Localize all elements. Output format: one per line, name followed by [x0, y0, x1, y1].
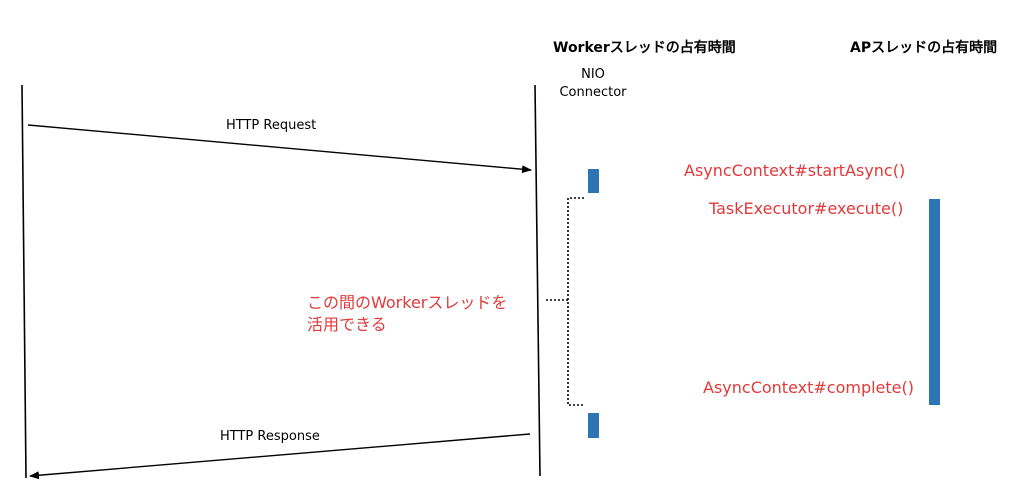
annotation-line1: この間のWorkerスレッドを — [307, 293, 508, 312]
http-response-arrow — [29, 433, 531, 480]
nio-connector-line2: Connector — [559, 85, 627, 100]
nio-connector-lifeline — [534, 84, 541, 477]
ap-thread-bar — [929, 199, 940, 405]
complete-label: AsyncContext#complete() — [703, 378, 914, 397]
http-request-arrow — [27, 124, 532, 174]
http-request-label: HTTP Request — [226, 118, 317, 133]
task-executor-label: TaskExecutor#execute() — [709, 199, 904, 218]
worker-reuse-annotation: この間のWorkerスレッドを 活用できる — [307, 292, 507, 336]
worker-bar-start — [588, 169, 599, 193]
worker-bar-end — [588, 413, 599, 438]
annotation-line2: 活用できる — [307, 315, 387, 334]
worker-thread-header: Workerスレッドの占有時間 — [553, 40, 736, 56]
http-response-label: HTTP Response — [220, 429, 320, 444]
nio-connector-label: NIO Connector — [548, 66, 638, 102]
ap-thread-header: APスレッドの占有時間 — [850, 40, 998, 56]
client-lifeline — [21, 84, 27, 479]
idle-period-bracket — [544, 197, 584, 406]
start-async-label: AsyncContext#startAsync() — [684, 161, 906, 180]
nio-connector-line1: NIO — [581, 67, 605, 82]
